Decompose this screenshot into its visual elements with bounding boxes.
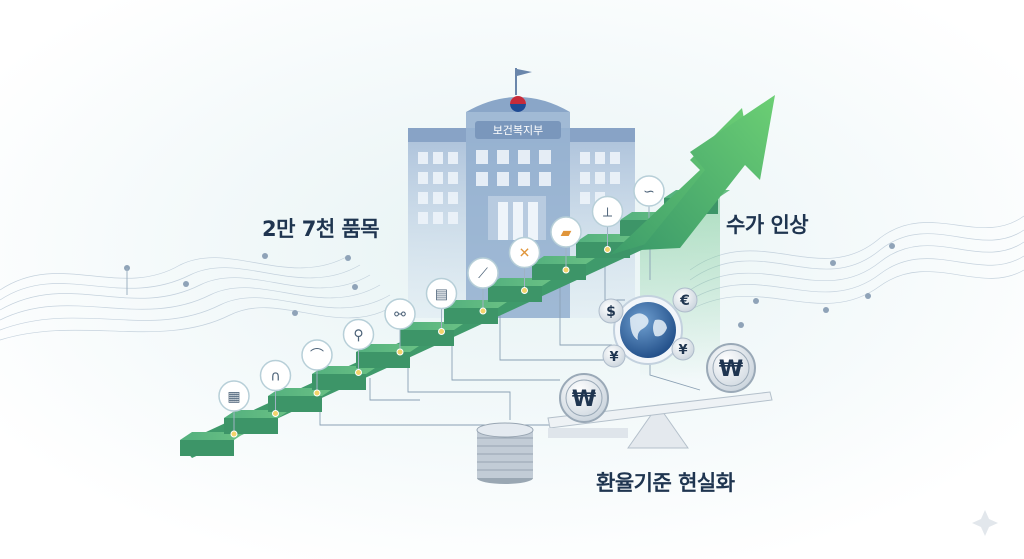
svg-text:⟂: ⟂ [603, 205, 613, 221]
fee-increase-label: 수가 인상 [726, 213, 809, 237]
stair-riser [488, 286, 542, 302]
euro-icon: € [679, 293, 690, 309]
svg-text:▤: ▤ [435, 287, 448, 303]
svg-text:⚯: ⚯ [394, 307, 406, 323]
circuit-lines [319, 240, 701, 426]
wave-lines-left [0, 254, 396, 341]
won-coin-left [559, 373, 609, 423]
exchange-rate-label: 환율기준 현실화 [596, 471, 735, 495]
stair-riser [532, 264, 586, 280]
svg-text:∩: ∩ [270, 369, 280, 385]
stair-icons: ▦ ∩ ⌒ ⚲ ⚯ ▤ ⟋ ✕ ▰ ⟂ ∽ [218, 175, 665, 438]
svg-text:⚲: ⚲ [353, 328, 363, 344]
items-count-label: 2만 7천 품목 [262, 217, 380, 241]
knee-implant-icon: ⚲ [342, 318, 375, 376]
stair-riser [356, 352, 410, 368]
won-coin-right [706, 343, 756, 393]
stent-icon: ▦ [218, 380, 250, 438]
sparkle-icon [972, 510, 998, 536]
hip-implant-icon: ⚯ [384, 298, 416, 356]
stair-riser [180, 440, 234, 456]
svg-text:✕: ✕ [519, 246, 531, 262]
bone-screw-icon: ⟂ [591, 195, 624, 253]
svg-text:⟋: ⟋ [478, 266, 488, 282]
stair-riser [268, 396, 322, 412]
forceps-icon: ∩ [259, 359, 292, 417]
stair-riser [576, 242, 630, 258]
svg-text:∽: ∽ [643, 184, 655, 200]
suture-icon: ∽ [633, 175, 665, 233]
svg-text:⌒: ⌒ [310, 348, 324, 364]
currency-badges [598, 287, 698, 368]
yen-icon-right: ¥ [678, 343, 687, 358]
won-icon-right: ₩ [719, 357, 743, 382]
syringe-icon: ⟋ [467, 257, 499, 315]
exchange-globe [613, 295, 683, 365]
won-icon-left: ₩ [572, 387, 596, 412]
building-sign: 보건복지부 [493, 124, 544, 137]
stair-riser [312, 374, 366, 390]
stair-riser [224, 418, 278, 434]
coin-stack [476, 422, 534, 484]
globe-icon [620, 302, 676, 358]
growth-arrow [610, 95, 775, 255]
dollar-icon: $ [606, 304, 616, 320]
catheter-icon: ⌒ [301, 339, 333, 397]
stair-riser [400, 330, 454, 346]
svg-text:▦: ▦ [227, 389, 240, 405]
mesh-icon: ▤ [425, 277, 458, 335]
plaster-icon: ▰ [550, 216, 582, 274]
yen-icon-left: ¥ [609, 350, 618, 365]
flag-icon [517, 69, 532, 76]
stair-riser [444, 308, 498, 324]
wave-nodes [124, 243, 895, 328]
bandage-icon: ✕ [508, 236, 541, 294]
wave-lines-right [689, 215, 1024, 311]
svg-text:▰: ▰ [561, 225, 572, 241]
balance-scale [547, 343, 773, 449]
